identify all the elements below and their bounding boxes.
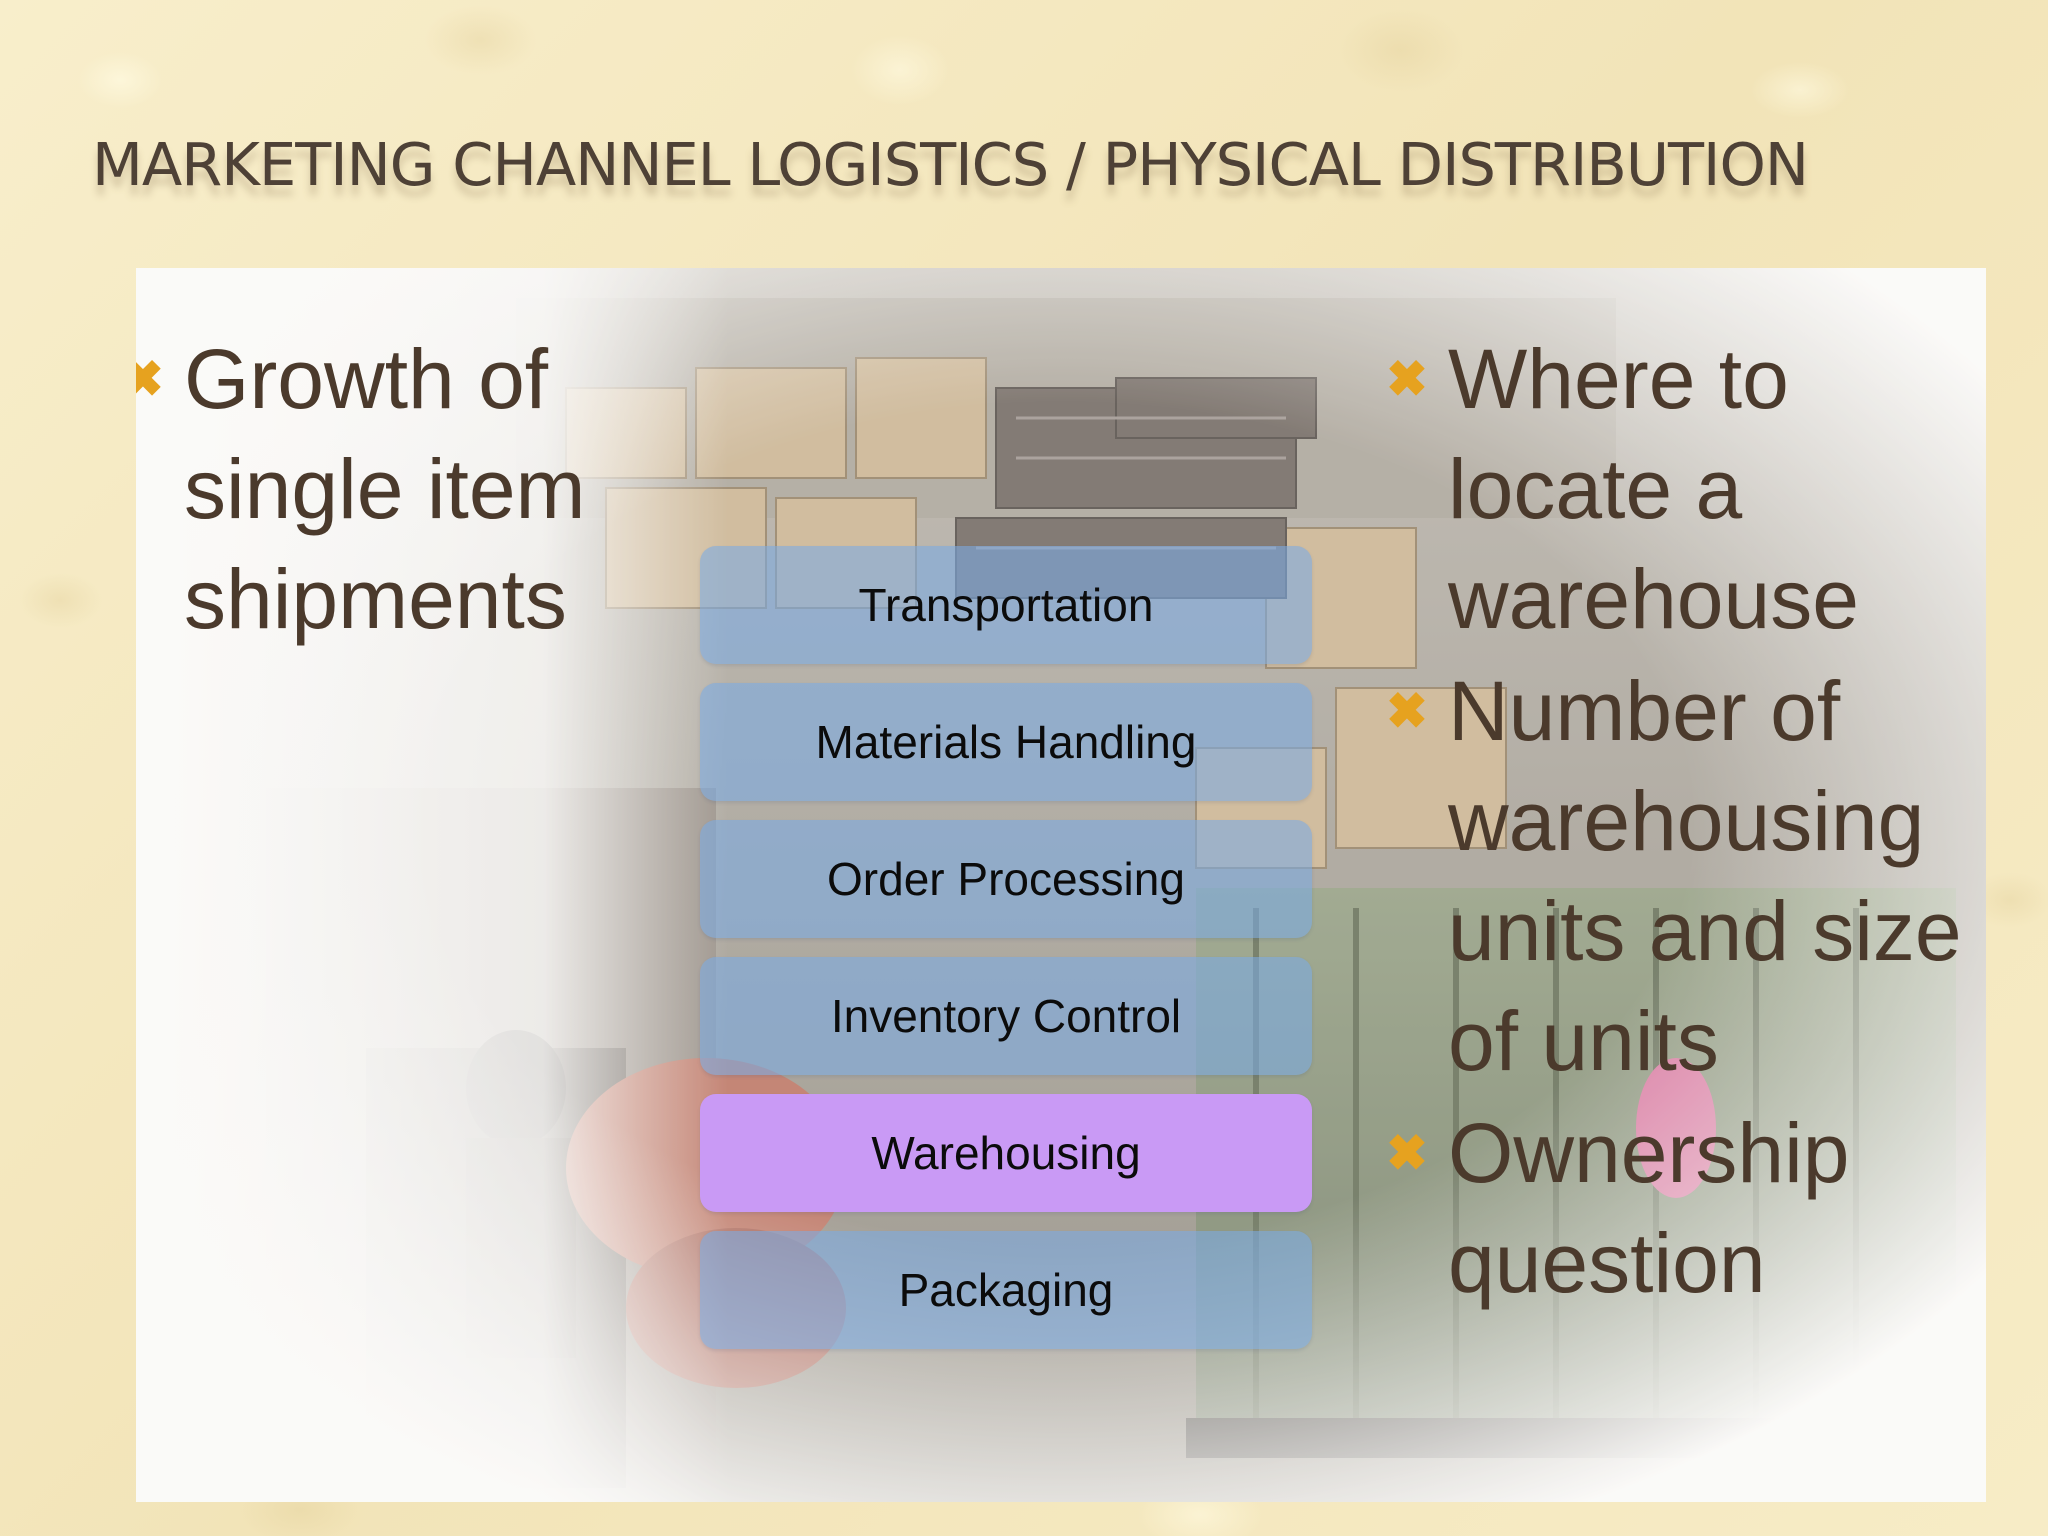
bullet-text: Ownership question [1448, 1106, 1850, 1310]
function-box-warehousing: Warehousing [700, 1094, 1312, 1212]
function-box-materials-handling: Materials Handling [700, 683, 1312, 801]
function-box-packaging: Packaging [700, 1231, 1312, 1349]
bullet-text: Number of warehousing units and size of … [1448, 664, 1962, 1088]
bullet-item: ✖ Growth of single item shipments [136, 324, 674, 654]
x-mark-icon: ✖ [1386, 351, 1428, 407]
warehouse-photo [136, 268, 1986, 1502]
x-mark-icon: ✖ [136, 351, 164, 407]
left-bullet-list: ✖ Growth of single item shipments [136, 324, 674, 656]
logistics-functions-stack: Transportation Materials Handling Order … [700, 546, 1312, 1368]
right-bullet-list: ✖ Where to locate a warehouse ✖ Number o… [1378, 324, 1986, 1320]
slide-title: MARKETING CHANNEL LOGISTICS / PHYSICAL D… [92, 130, 1809, 199]
bullet-item: ✖ Where to locate a warehouse [1378, 324, 1986, 654]
bullet-item: ✖ Number of warehousing units and size o… [1378, 656, 1986, 1096]
function-box-transportation: Transportation [700, 546, 1312, 664]
bullet-text: Where to locate a warehouse [1448, 332, 1859, 646]
function-box-inventory-control: Inventory Control [700, 957, 1312, 1075]
function-box-order-processing: Order Processing [700, 820, 1312, 938]
x-mark-icon: ✖ [1386, 1125, 1428, 1181]
bullet-item: ✖ Ownership question [1378, 1098, 1986, 1318]
x-mark-icon: ✖ [1386, 683, 1428, 739]
content-panel: ✖ Growth of single item shipments Transp… [136, 268, 1986, 1502]
bullet-text: Growth of single item shipments [184, 332, 586, 646]
